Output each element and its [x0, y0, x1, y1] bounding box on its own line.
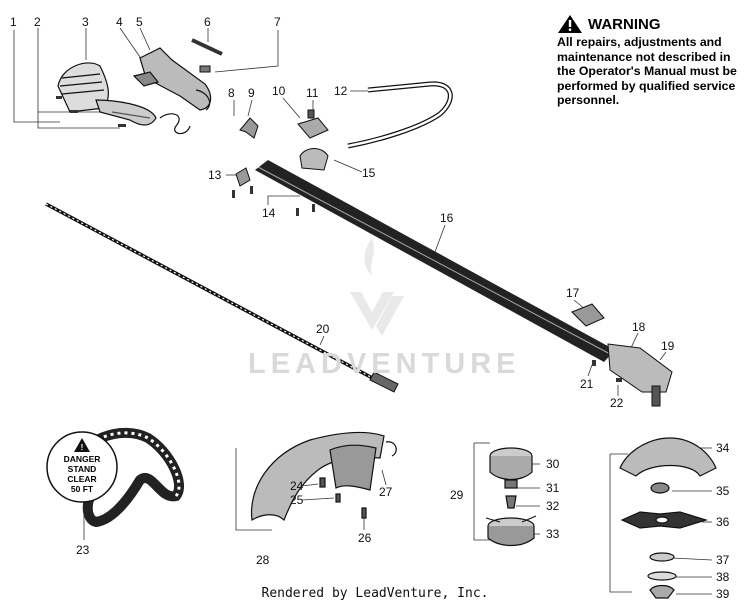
- callout-37: 37: [716, 553, 730, 567]
- callout-38: 38: [716, 570, 730, 584]
- callout-23: 23: [76, 543, 90, 557]
- callout-29: 29: [450, 488, 464, 502]
- callout-2: 2: [34, 15, 41, 29]
- screw-icon: [232, 186, 315, 216]
- watermark-logo-icon: [350, 238, 404, 336]
- callout-32: 32: [546, 499, 560, 513]
- callout-25: 25: [290, 493, 304, 507]
- warning-box: WARNING All repairs, adjustments and mai…: [557, 14, 747, 108]
- callout-36: 36: [716, 515, 730, 529]
- callout-39: 39: [716, 587, 730, 601]
- screw-icon: [592, 360, 622, 382]
- callout-31: 31: [546, 481, 560, 495]
- throttle-cable-part: [191, 38, 223, 73]
- callout-27: 27: [379, 485, 393, 499]
- callout-3: 3: [82, 15, 89, 29]
- callout-16: 16: [440, 211, 454, 225]
- callout-34: 34: [716, 441, 730, 455]
- handle-trigger-part: [132, 47, 212, 111]
- callout-21: 21: [580, 377, 594, 391]
- callout-11: 11: [306, 86, 319, 100]
- callout-22: 22: [610, 396, 624, 410]
- callout-30: 30: [546, 457, 560, 471]
- callout-6: 6: [204, 15, 211, 29]
- drive-shaft-tube-part: [255, 160, 615, 362]
- flex-drive-cable-part: [45, 202, 399, 393]
- svg-text:!: !: [81, 443, 84, 452]
- gear-head-part: [607, 343, 673, 407]
- callout-labels: 1 2 3 4 5 6 7 8 9 10 11 12 13 14 15 16 1…: [10, 15, 730, 601]
- callout-24: 24: [290, 479, 304, 493]
- callout-10: 10: [272, 84, 286, 98]
- warning-header: WARNING: [557, 14, 747, 34]
- callout-13: 13: [208, 168, 222, 182]
- callout-12: 12: [334, 84, 348, 98]
- sign-distance: 50 FT: [71, 484, 94, 494]
- callout-5: 5: [136, 15, 143, 29]
- warning-title: WARNING: [588, 15, 661, 33]
- sign-danger: DANGER: [64, 454, 101, 464]
- screw-icon: [56, 96, 126, 127]
- callout-1: 1: [10, 15, 17, 29]
- clamp-part: [297, 109, 329, 139]
- callout-28: 28: [256, 553, 270, 567]
- callout-7: 7: [274, 15, 281, 29]
- callout-35: 35: [716, 484, 730, 498]
- trimmer-head-part: [485, 447, 537, 547]
- callout-8: 8: [228, 86, 235, 100]
- hose-part: [347, 81, 453, 149]
- callout-18: 18: [632, 320, 646, 334]
- callout-9: 9: [248, 86, 255, 100]
- wire-clip-part: [159, 113, 191, 135]
- callout-4: 4: [116, 15, 123, 29]
- sign-stand: STAND: [68, 464, 97, 474]
- callout-26: 26: [358, 531, 372, 545]
- warning-triangle-icon: [558, 15, 582, 33]
- shaft-clip-part: [571, 303, 605, 327]
- leader-lines: [13, 27, 713, 595]
- callout-17: 17: [566, 286, 580, 300]
- shoulder-strap-part: ! DANGER STAND CLEAR 50 FT: [46, 427, 185, 528]
- bracket-part: [239, 117, 259, 139]
- shaft-clamp-part: [235, 148, 329, 187]
- callout-33: 33: [546, 527, 560, 541]
- watermark-text: LEADVENTURE: [248, 348, 521, 380]
- blade-assembly-part: [619, 437, 717, 599]
- callout-19: 19: [661, 339, 675, 353]
- callout-20: 20: [316, 322, 330, 336]
- debris-shield-part: [250, 431, 397, 522]
- warning-text: All repairs, adjustments and maintenance…: [557, 35, 737, 108]
- sign-clear: CLEAR: [67, 474, 96, 484]
- engine-housing-part: [57, 62, 157, 126]
- callout-15: 15: [362, 166, 376, 180]
- callout-14: 14: [262, 206, 276, 220]
- footer-credit: Rendered by LeadVenture, Inc.: [261, 586, 489, 601]
